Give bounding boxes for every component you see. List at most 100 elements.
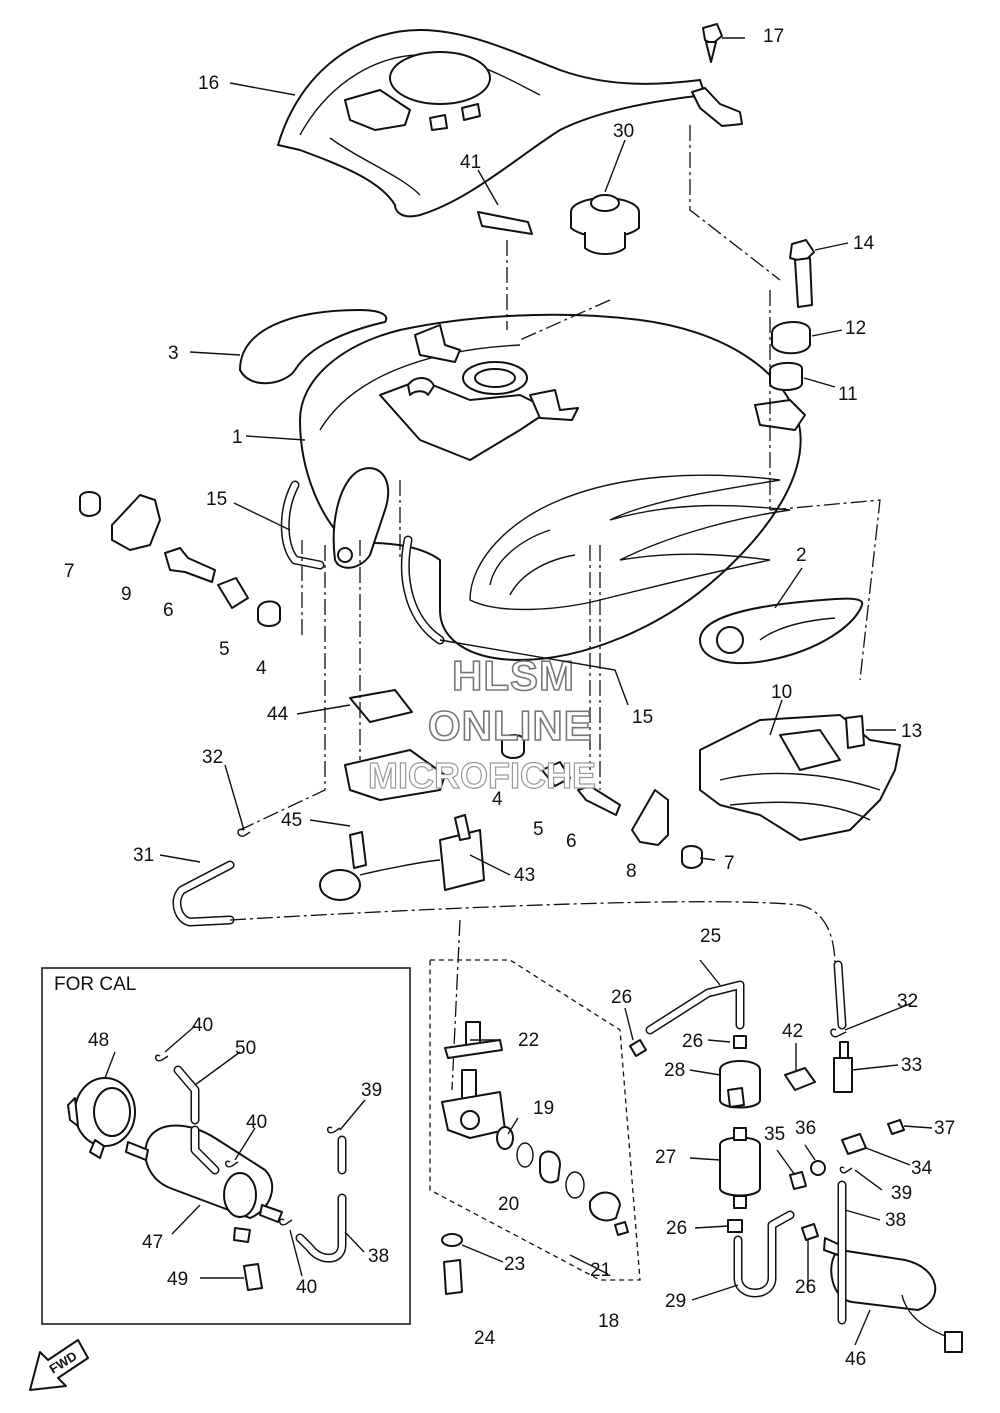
tank-emblem [699, 597, 864, 664]
washer-12 [771, 321, 811, 355]
clip-39-inset [327, 1126, 341, 1134]
fuel-cock-22 [441, 1021, 506, 1139]
bracket-34 [841, 1133, 867, 1155]
label-20: 20 [498, 1194, 519, 1215]
clip-40-b [225, 1160, 239, 1168]
label-27: 27 [655, 1147, 676, 1168]
washer-36 [810, 1160, 826, 1176]
label-37: 37 [934, 1118, 955, 1139]
gasket-20 [516, 1142, 534, 1168]
fuel-filter-28 [719, 1060, 761, 1109]
damper-4-left [257, 600, 281, 627]
label-44: 44 [267, 704, 289, 725]
bolt-14 [789, 239, 815, 308]
label-34: 34 [911, 1158, 933, 1179]
label-4-left: 4 [256, 658, 267, 679]
label-50: 50 [235, 1038, 256, 1059]
label-18: 18 [598, 1311, 619, 1332]
label-14: 14 [853, 233, 875, 254]
label-5-left: 5 [219, 639, 230, 660]
label-21: 21 [590, 1260, 611, 1281]
clip-26-a [629, 1039, 647, 1057]
label-4-right: 4 [492, 789, 503, 810]
label-41: 41 [460, 152, 481, 173]
screw-21 [614, 1221, 629, 1236]
fuel-pump-46 [823, 1237, 963, 1353]
label-25: 25 [700, 926, 721, 947]
label-24: 24 [474, 1328, 496, 1349]
clip-32-left [237, 828, 251, 837]
collar-13 [845, 715, 865, 749]
label-32-right: 32 [897, 991, 918, 1012]
label-7-right: 7 [724, 853, 735, 874]
label-45: 45 [281, 810, 302, 831]
label-11: 11 [838, 384, 858, 405]
label-31: 31 [133, 845, 154, 866]
label-49: 49 [167, 1269, 188, 1290]
filter-20b [539, 1150, 561, 1184]
sender-plate [344, 749, 446, 801]
bolt-35 [789, 1171, 807, 1190]
plate-21 [589, 1191, 621, 1222]
clip-40-a [155, 1054, 169, 1062]
for-cal-inset [41, 967, 411, 1325]
hose-25 [645, 980, 745, 1035]
hose-15-left [280, 480, 325, 570]
clip-17 [691, 23, 743, 127]
label-26-d: 26 [795, 1277, 816, 1298]
label-23: 23 [504, 1254, 525, 1275]
washer-23 [441, 1233, 463, 1247]
hose-31 [172, 860, 235, 927]
forward-arrow: FWD [29, 1339, 89, 1391]
label-32-left: 32 [202, 747, 223, 768]
label-8: 8 [626, 861, 637, 882]
label-35: 35 [764, 1124, 785, 1145]
collar-5-left [217, 577, 249, 609]
label-40-a: 40 [192, 1015, 213, 1036]
label-26-b: 26 [682, 1031, 703, 1052]
label-16: 16 [198, 73, 219, 94]
label-26-c: 26 [666, 1218, 687, 1239]
bracket-8 [631, 789, 669, 846]
part-number-labels: 1 2 3 4 4 5 5 6 6 7 7 8 9 10 11 12 13 14… [64, 26, 955, 1370]
bolt-45 [349, 831, 367, 869]
clip-32-right [830, 1028, 847, 1038]
label-10: 10 [771, 682, 792, 703]
label-7-left: 7 [64, 561, 75, 582]
cap-7-right [681, 845, 703, 869]
label-3: 3 [168, 343, 179, 364]
valve-33 [833, 1041, 853, 1093]
watermark-line-3: MICROFICHE [368, 755, 596, 796]
cap-7-left [79, 491, 101, 517]
label-39-right: 39 [891, 1183, 912, 1204]
hose-50 [173, 1065, 200, 1125]
bracket-9 [111, 494, 161, 551]
hose-inset-mid [190, 1125, 220, 1175]
tank-side-cover [699, 714, 901, 841]
label-17: 17 [763, 26, 784, 47]
fuel-cock-group-outline [429, 959, 641, 1281]
label-26-a: 26 [611, 987, 632, 1008]
label-9: 9 [121, 584, 132, 605]
label-38-right: 38 [885, 1210, 906, 1231]
knee-pad-left [239, 309, 388, 385]
tank-top-cover [277, 29, 706, 218]
label-5-right: 5 [533, 819, 544, 840]
label-43: 43 [514, 865, 535, 886]
fuel-filter-27 [719, 1127, 761, 1209]
fuel-cap [570, 194, 640, 255]
label-40-c: 40 [296, 1277, 317, 1298]
canister-cap-48 [67, 1077, 136, 1159]
clip-26-d [801, 1223, 819, 1241]
label-15-bottom: 15 [632, 707, 653, 728]
gasket-44 [349, 689, 413, 723]
label-2: 2 [796, 545, 807, 566]
label-29: 29 [665, 1291, 686, 1312]
label-42: 42 [782, 1021, 803, 1042]
label-40-b: 40 [246, 1112, 267, 1133]
hose-15-right [400, 535, 445, 645]
label-30: 30 [613, 121, 634, 142]
clip-39-right [839, 1166, 853, 1174]
label-12: 12 [845, 318, 866, 339]
